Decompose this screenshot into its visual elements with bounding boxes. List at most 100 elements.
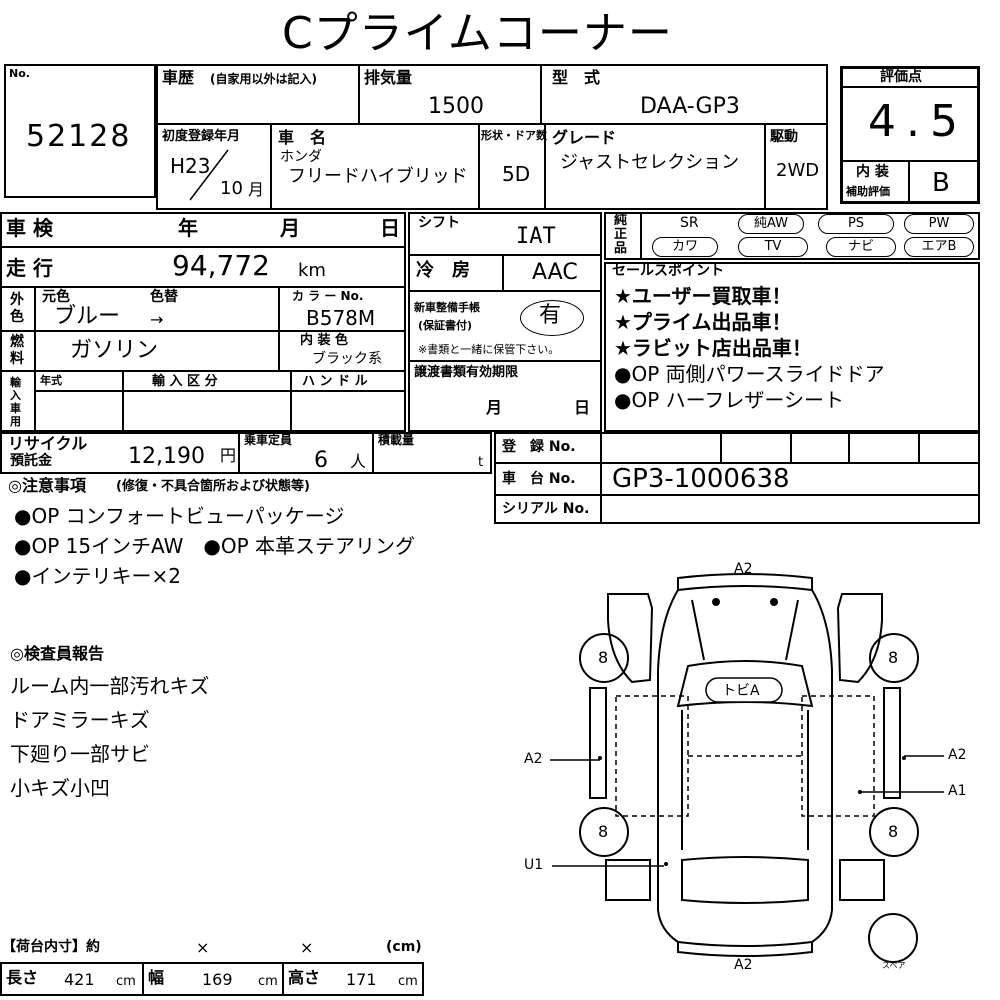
recycle-label2: 預託金 [10, 453, 52, 469]
car-name: フリードハイブリッド [288, 166, 468, 187]
equip-airbag: エアB [904, 237, 974, 257]
inspector-label: ◎検査員報告 [10, 644, 104, 663]
manual-oval [520, 300, 584, 336]
equip-navi: ナビ [826, 237, 896, 257]
manual-note: ※書類と一緒に保管下さい。 [418, 343, 560, 356]
color-no-value: B578M [306, 306, 376, 330]
spare-label: スペア [882, 961, 906, 970]
interior-color-label: 内 装 色 [300, 333, 349, 348]
note-2: ●OP 15インチAW ●OP 本革ステアリング [14, 534, 416, 558]
sales-point-2: ★プライム出品車！ [614, 310, 792, 334]
cargo-x1: × [196, 938, 210, 957]
first-reg-year: H23 [170, 154, 211, 178]
inspection-year: 年 [178, 216, 198, 240]
inspector-item-2: ドアミラーキズ [10, 708, 150, 732]
recycle-row [0, 432, 492, 474]
ac-label: 冷 房 [416, 260, 470, 281]
note-1: ●OP コンフォートビューパッケージ [14, 504, 345, 528]
grade-value: ジャストセレクション [560, 152, 740, 173]
orig-color-label: 元色 [42, 289, 70, 305]
equip-pw: PW [904, 214, 974, 234]
recycle-value: 12,190 [128, 444, 205, 469]
lot-box: No. 52128 [4, 64, 156, 198]
sales-points-label: セールスポイント [612, 263, 724, 279]
interior-score-label: 内 装 [856, 164, 889, 180]
registration-no-label: 登 録 No. [502, 439, 576, 455]
lot-number: 52128 [26, 119, 132, 154]
diagram-label-u1: U1 [524, 857, 544, 873]
car-damage-diagram [550, 573, 944, 963]
cargo-height-unit: cm [398, 974, 418, 989]
cargo-label: 【荷台内寸】約 [2, 939, 100, 955]
cargo-width: 169 [202, 970, 233, 989]
equip-tv: TV [738, 237, 808, 257]
diagram-label-bottom: A2 [734, 957, 753, 973]
import-label: 輸入車用 [10, 376, 21, 428]
transfer-day: 日 [574, 398, 591, 417]
equip-alloy-wheel: 純AW [738, 214, 804, 234]
serial-no-label: シリアル No. [502, 501, 590, 517]
mileage-label: 走 行 [6, 256, 53, 280]
load-unit: t [478, 455, 484, 470]
cargo-length-unit: cm [116, 974, 136, 989]
transfer-month: 月 [486, 398, 503, 417]
orig-color-value: ブルー [54, 304, 121, 329]
inspection-label: 車 検 [6, 216, 53, 240]
recycle-label: リサイクル [8, 434, 88, 453]
diagram-label-top: A2 [734, 561, 753, 577]
manual-label2: (保証書付) [418, 319, 473, 332]
car-maker: ホンダ [280, 149, 322, 165]
shift-label: シフト [418, 215, 460, 231]
capacity-value: 6 [314, 448, 328, 473]
drive-label: 駆動 [770, 129, 798, 145]
tire-front-left: 8 [598, 648, 609, 667]
tire-front-right: 8 [888, 648, 899, 667]
score-value: 4.5 [868, 96, 968, 147]
notes-label: ◎注意事項 [8, 476, 86, 495]
registration-grid [494, 432, 980, 524]
ac-value: AAC [532, 260, 578, 285]
inspector-item-3: 下廻り一部サビ [10, 742, 150, 766]
import-class-label: 輸 入 区 分 [152, 374, 218, 389]
change-color-label: 色替 [150, 289, 178, 305]
first-reg-slash [189, 149, 229, 201]
notes-subnote: (修復・不具合箇所および状態等) [116, 479, 310, 494]
equipment-box [604, 212, 980, 260]
equip-sr: SR [680, 215, 699, 231]
diagram-label-right-a2: A2 [948, 747, 967, 763]
exterior-side-label: 外色 [10, 292, 24, 325]
equipment-label: 純正品 [614, 213, 628, 256]
capacity-label: 乗車定員 [244, 433, 293, 447]
mileage-unit: km [298, 260, 326, 281]
import-handle-label: ハ ン ド ル [302, 374, 368, 389]
transfer-label: 譲渡書類有効期限 [414, 365, 519, 380]
inspector-item-1: ルーム内一部汚れキズ [10, 674, 210, 698]
recycle-unit: 円 [220, 446, 237, 465]
aux-score-label: 補助評価 [846, 185, 890, 198]
manual-value: 有 [539, 303, 562, 328]
sales-point-5: ●OP ハーフレザーシート [614, 388, 845, 412]
model-code-label: 型 式 [552, 68, 601, 87]
sales-point-1: ★ユーザー買取車！ [614, 284, 792, 308]
first-reg-label: 初度登録年月 [162, 129, 241, 144]
chassis-no-value: GP3-1000638 [612, 464, 790, 494]
cargo-x2: × [300, 938, 314, 957]
fuel-value: ガソリン [70, 338, 159, 363]
inspector-item-4: 小キズ小凹 [10, 776, 110, 800]
fuel-label: 燃料 [10, 334, 24, 367]
interior-color-value: ブラック系 [312, 351, 382, 367]
inspection-month: 月 [280, 216, 300, 240]
sales-points-box [604, 262, 980, 432]
cargo-unit: (cm) [386, 939, 422, 955]
first-reg-month-unit: 月 [248, 180, 265, 199]
first-reg-month: 10 [220, 178, 243, 199]
cargo-height: 171 [346, 970, 377, 989]
cargo-length-label: 長さ [6, 968, 39, 987]
history-label: 車歴 [162, 68, 195, 87]
tire-rear-right: 8 [888, 822, 899, 841]
displacement-value: 1500 [428, 94, 484, 119]
shift-value: IAT [516, 224, 556, 249]
displacement-label: 排気量 [364, 68, 413, 87]
sales-point-4: ●OP 両側パワースライドドア [614, 362, 885, 386]
drive-value: 2WD [776, 160, 820, 181]
